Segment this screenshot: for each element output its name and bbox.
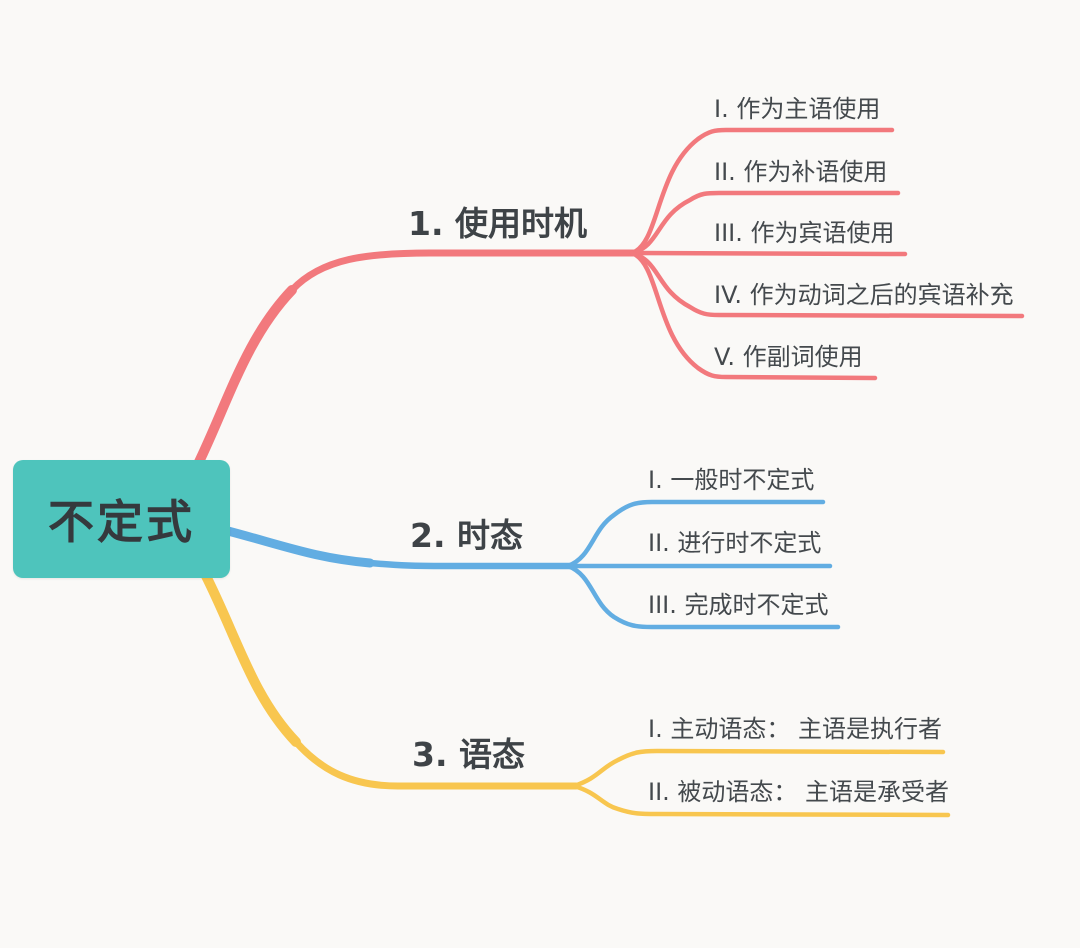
branch-tense-child1-line bbox=[565, 499, 826, 569]
topic-voice-child-2[interactable]: II. 被动语态： 主语是承受者 bbox=[648, 778, 950, 806]
topic-tense-child-1[interactable]: I. 一般时不定式 bbox=[648, 466, 815, 494]
branch-voice-child2-line bbox=[571, 783, 951, 818]
branch-tense-label[interactable]: 2. 时态 bbox=[410, 516, 523, 555]
branch-tense-main-line bbox=[223, 526, 375, 568]
topic-usage-child-4[interactable]: IV. 作为动词之后的宾语补充 bbox=[714, 281, 1014, 309]
topic-usage-child-1[interactable]: I. 作为主语使用 bbox=[714, 95, 881, 123]
topic-usage-child-5[interactable]: V. 作副词使用 bbox=[714, 343, 863, 371]
branch-usage-child4-line bbox=[629, 250, 1025, 319]
branch-voice-main-line bbox=[200, 569, 301, 747]
topic-usage-child-2[interactable]: II. 作为补语使用 bbox=[714, 158, 888, 186]
branch-voice-child1-line bbox=[571, 748, 946, 789]
branch-tense-child3-line bbox=[565, 563, 841, 630]
branch-usage-child2-line bbox=[629, 190, 901, 256]
root-node-label: 不定式 bbox=[48, 495, 195, 549]
topic-voice-child-1[interactable]: I. 主动语态： 主语是执行者 bbox=[648, 715, 942, 743]
branch-tense-main-line2 bbox=[356, 558, 574, 570]
branch-usage-child3-line bbox=[629, 250, 908, 257]
branch-usage-main-line bbox=[193, 285, 297, 469]
topic-tense-child-3[interactable]: III. 完成时不定式 bbox=[648, 591, 829, 619]
branch-usage-child5-line bbox=[629, 250, 878, 381]
branch-usage-main-line2 bbox=[288, 249, 638, 294]
topic-usage-child-3[interactable]: III. 作为宾语使用 bbox=[714, 219, 895, 247]
topic-tense-child-2[interactable]: II. 进行时不定式 bbox=[648, 529, 822, 557]
branch-voice-label[interactable]: 3. 语态 bbox=[412, 735, 525, 774]
root-node[interactable]: 不定式 bbox=[13, 460, 230, 578]
branch-usage-label[interactable]: 1. 使用时机 bbox=[408, 204, 587, 243]
branch-usage-child1-line bbox=[629, 127, 895, 256]
branch-voice-main-line2 bbox=[292, 738, 580, 790]
